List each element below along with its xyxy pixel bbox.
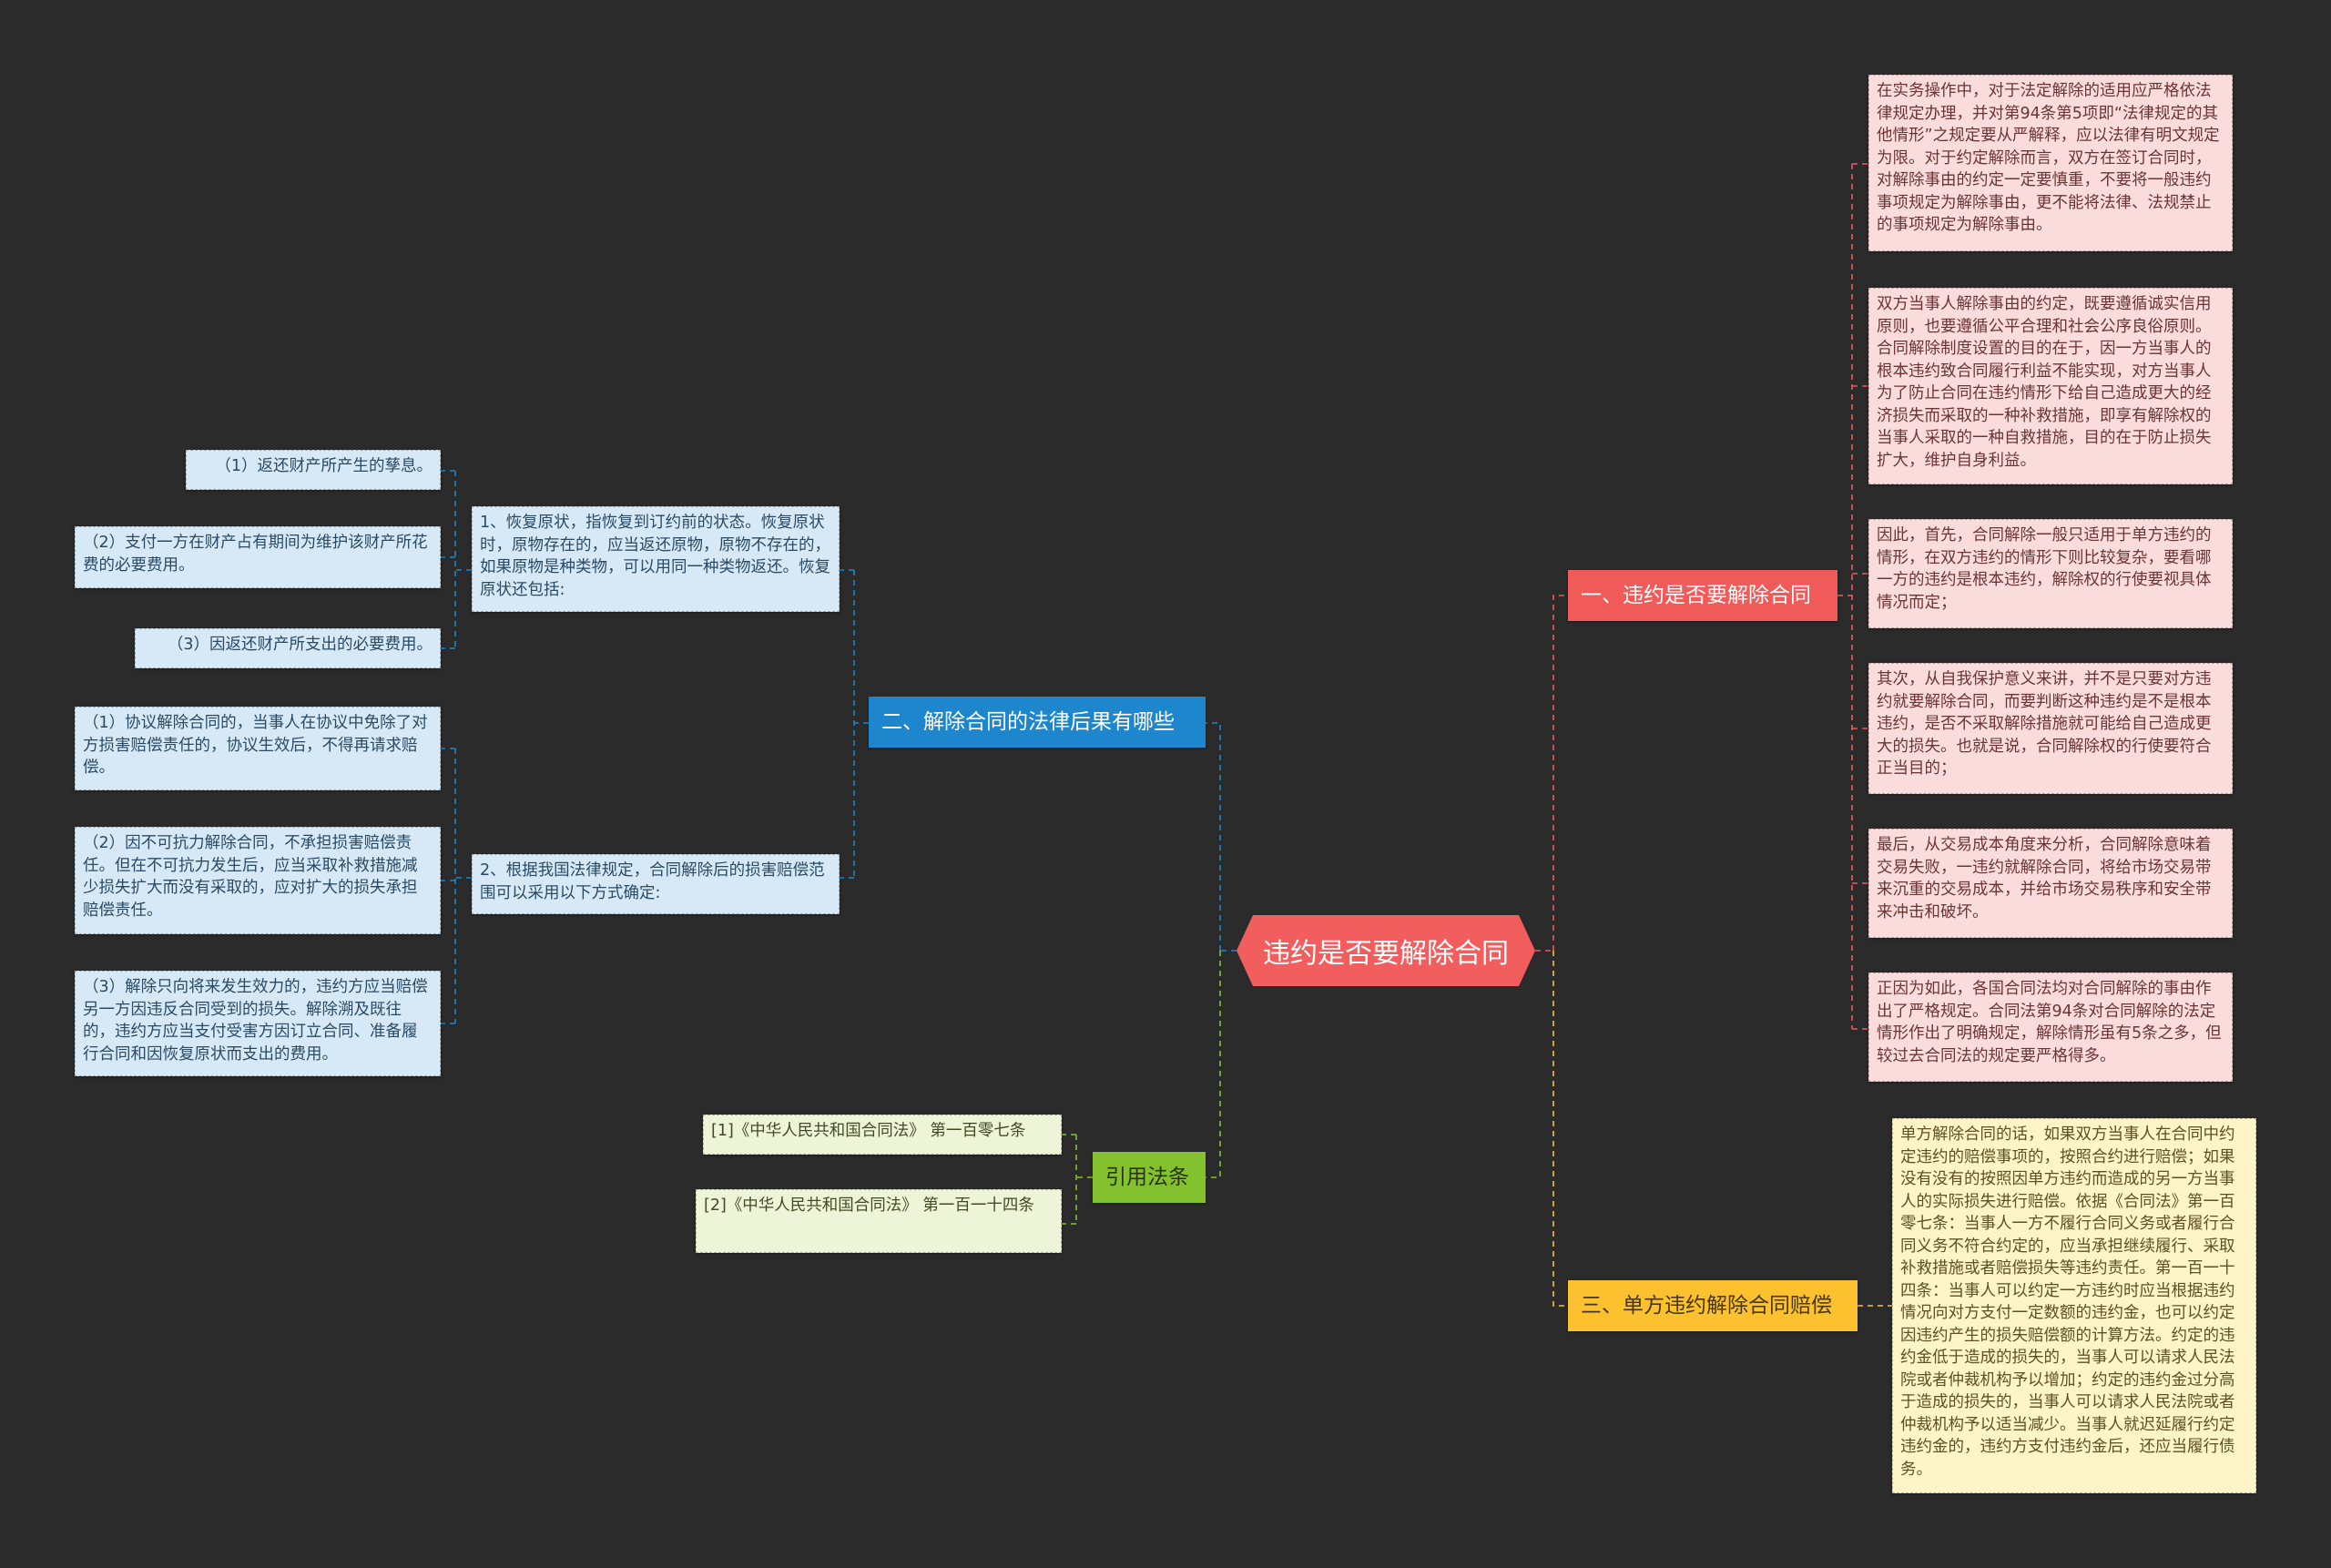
restore-item-2: （2）支付一方在财产占有期间为维护该财产所花费的必要费用。 [75, 526, 441, 588]
law-item-107[interactable]: [1]《中华人民共和国合同法》 第一百零七条 [703, 1115, 1062, 1155]
detail-card-principles: 双方当事人解除事由的约定，既要遵循诚实信用原则，也要遵循公平合理和社会公序良俗原… [1868, 288, 2233, 484]
branch-should-terminate[interactable]: 一、违约是否要解除合同 [1568, 570, 1837, 621]
center-topic[interactable]: 违约是否要解除合同 [1237, 915, 1535, 986]
branch-legal-consequences[interactable]: 二、解除合同的法律后果有哪些 [869, 697, 1206, 748]
damages-item-2: （2）因不可抗力解除合同，不承担损害赔偿责任。但在不可抗力发生后，应当采取补救措… [75, 827, 441, 934]
damages-item-3: （3）解除只向将来发生效力的，违约方应当赔偿另一方因违反合同受到的损失。解除溯及… [75, 971, 441, 1076]
consequence-restore: 1、恢复原状，指恢复到订约前的状态。恢复原状时，原物存在的，应当返还原物，原物不… [472, 506, 840, 612]
detail-card-practice: 在实务操作中，对于法定解除的适用应严格依法律规定办理，并对第94条第5项即“法律… [1868, 75, 2233, 251]
detail-card-second: 其次，从自我保护意义来讲，并不是只要对方违约就要解除合同，而要判断这种违约是不是… [1868, 663, 2233, 794]
detail-card-conclusion: 正因为如此，各国合同法均对合同解除的事由作出了严格规定。合同法第94条对合同解除… [1868, 972, 2233, 1082]
branch-cited-laws[interactable]: 引用法条 [1093, 1152, 1206, 1203]
branch-unilateral-compensation[interactable]: 三、单方违约解除合同赔偿 [1568, 1280, 1858, 1331]
detail-card-first: 因此，首先，合同解除一般只适用于单方违约的情形，在双方违约的情形下则比较复杂，要… [1868, 519, 2233, 628]
detail-card-compensation: 单方解除合同的话，如果双方当事人在合同中约定违约的赔偿事项的，按照合约进行赔偿；… [1892, 1118, 2256, 1493]
restore-item-3: （3）因返还财产所支出的必要费用。 [135, 628, 441, 668]
consequence-damages: 2、根据我国法律规定，合同解除后的损害赔偿范围可以采用以下方式确定: [472, 854, 840, 914]
restore-item-1: （1）返还财产所产生的孳息。 [186, 450, 441, 490]
detail-card-last: 最后，从交易成本角度来分析，合同解除意味着交易失败，一违约就解除合同，将给市场交… [1868, 829, 2233, 938]
damages-item-1: （1）协议解除合同的，当事人在协议中免除了对方损害赔偿责任的，协议生效后，不得再… [75, 707, 441, 790]
law-item-114[interactable]: [2]《中华人民共和国合同法》 第一百一十四条 [696, 1189, 1062, 1253]
